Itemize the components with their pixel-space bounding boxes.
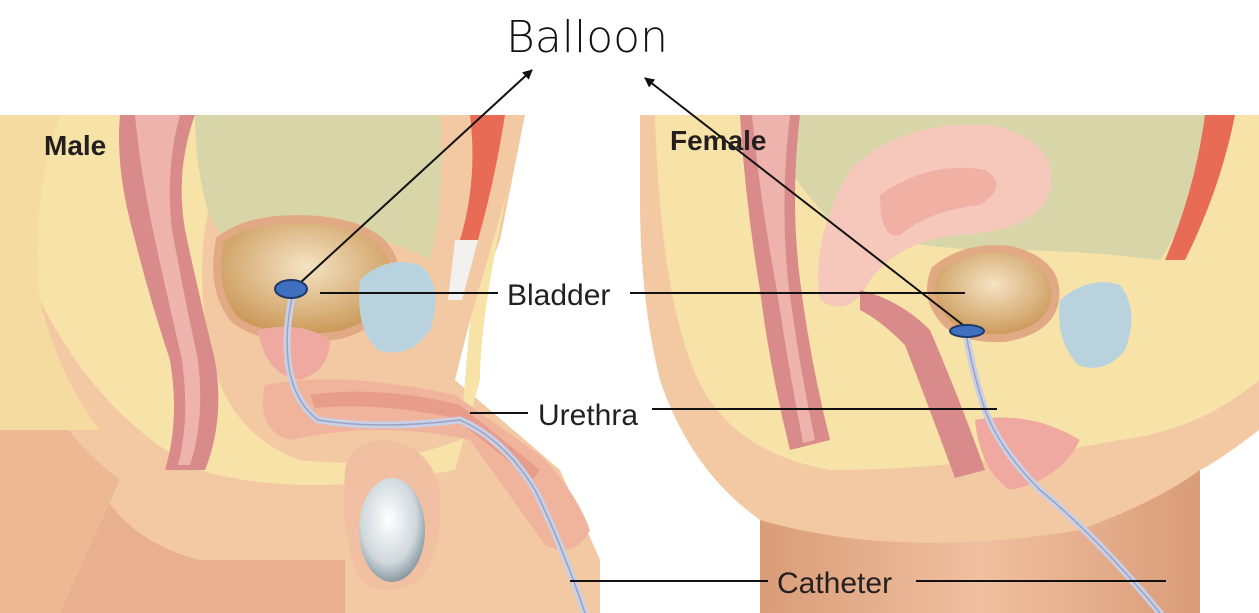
balloon-marker-female — [950, 325, 984, 337]
female-panel-label: Female — [670, 125, 767, 156]
diagram-title: Balloon — [506, 12, 668, 63]
catheter-label: Catheter — [777, 567, 892, 600]
balloon-marker-male — [275, 280, 307, 298]
male-panel — [0, 115, 600, 613]
urethra-label: Urethra — [538, 399, 638, 432]
bladder-label: Bladder — [507, 279, 610, 312]
male-panel-label: Male — [44, 130, 106, 161]
female-panel — [640, 115, 1259, 613]
